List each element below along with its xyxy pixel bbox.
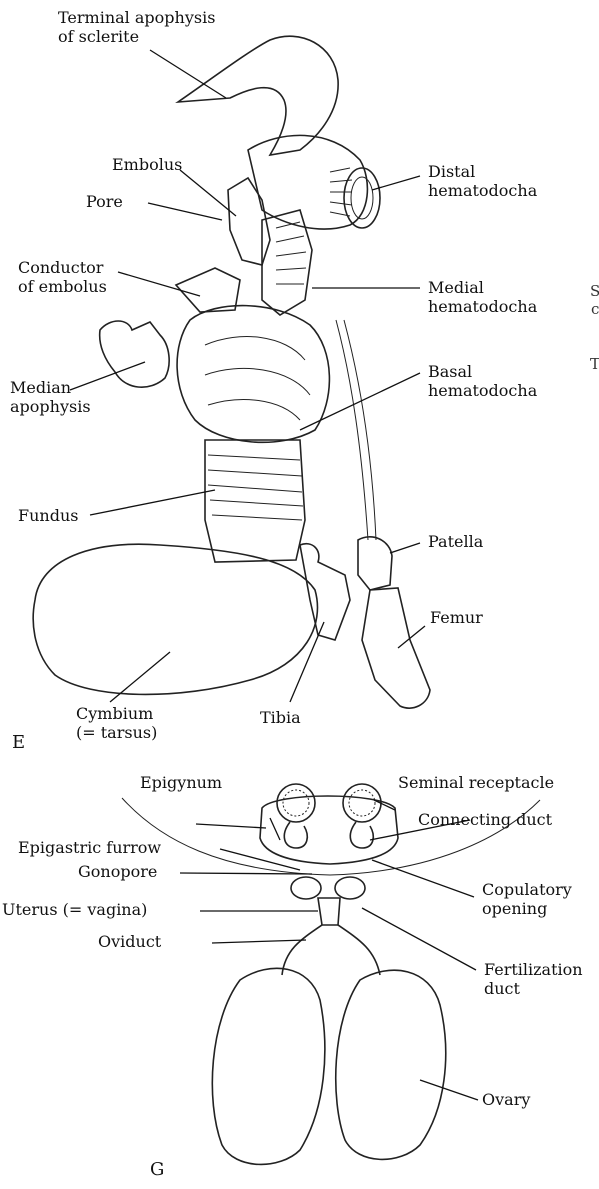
distal-hematodocha-shape — [248, 135, 367, 229]
connecting-duct-label: Connecting duct — [418, 810, 552, 829]
gonopore-label-text: Gonopore — [78, 862, 157, 881]
median-apophysis-label-line2: apophysis — [10, 397, 91, 416]
pore-label: Pore — [86, 192, 123, 211]
fertilization-duct-label-line1: Fertilization — [484, 960, 583, 979]
male-palp-drawing — [33, 36, 430, 708]
tibia-shape — [300, 544, 350, 640]
median-apophysis-shape — [100, 321, 169, 387]
conductor-label: Conductor of embolus — [18, 258, 107, 296]
female-reproductive-drawing — [122, 784, 540, 1164]
median-apophysis-label-line1: Median — [10, 378, 91, 397]
panel-letter-g-text: G — [150, 1160, 164, 1179]
panel-letter-e-text: E — [12, 733, 25, 752]
seminal-receptacle-label: Seminal receptacle — [398, 773, 554, 792]
embolus-label: Embolus — [112, 155, 182, 174]
oviduct-shape — [282, 925, 380, 975]
panel-letter-g: G — [150, 1160, 164, 1179]
femur-label-text: Femur — [430, 608, 483, 627]
embolus-label-text: Embolus — [112, 155, 182, 174]
left-ovary-shape — [212, 968, 325, 1164]
median-apophysis-label: Median apophysis — [10, 378, 91, 416]
gonopore-label: Gonopore — [78, 862, 157, 881]
panel-letter-e: E — [12, 733, 25, 752]
oviduct-label-text: Oviduct — [98, 932, 161, 951]
terminal-apophysis-label-line1: Terminal apophysis — [58, 8, 215, 27]
epigastric-furrow-label-text: Epigastric furrow — [18, 838, 161, 857]
medial-hematodocha-label-line2: hematodocha — [428, 297, 537, 316]
patella-label: Patella — [428, 532, 483, 551]
epigynum-plate-shape — [260, 796, 398, 864]
ovary-label: Ovary — [482, 1090, 530, 1109]
basal-hematodocha-label-line1: Basal — [428, 362, 537, 381]
epigynum-label: Epigynum — [140, 773, 222, 792]
copulatory-opening-label-line1: Copulatory — [482, 880, 572, 899]
figure-e-leader-lines — [70, 50, 425, 702]
femur-label: Femur — [430, 608, 483, 627]
uterus-label-text: Uterus (= vagina) — [2, 900, 147, 919]
cymbium-label: Cymbium (= tarsus) — [76, 704, 157, 742]
spine-shape — [336, 320, 376, 540]
basal-hematodocha-label: Basal hematodocha — [428, 362, 537, 400]
edge-fragment-c-text: c — [591, 300, 599, 319]
tibia-label: Tibia — [260, 708, 301, 727]
edge-fragment-s: S — [590, 282, 599, 301]
distal-hematodocha-label-line2: hematodocha — [428, 181, 537, 200]
terminal-apophysis-label-line2: of sclerite — [58, 27, 215, 46]
fertilization-duct-label: Fertilization duct — [484, 960, 583, 998]
edge-fragment-s-text: S — [590, 282, 599, 301]
fundus-label: Fundus — [18, 506, 78, 525]
conductor-label-line2: of embolus — [18, 277, 107, 296]
uterus-shape — [318, 898, 340, 925]
femur-shape — [362, 588, 430, 708]
tegulum-shape — [177, 306, 329, 443]
cymbium-label-line1: Cymbium — [76, 704, 157, 723]
fertilization-duct-label-line2: duct — [484, 979, 583, 998]
patella-label-text: Patella — [428, 532, 483, 551]
pore-label-text: Pore — [86, 192, 123, 211]
basal-hematodocha-label-line2: hematodocha — [428, 381, 537, 400]
medial-hematodocha-label-line1: Medial — [428, 278, 537, 297]
figure-g-leader-lines — [180, 800, 478, 1100]
tibia-label-text: Tibia — [260, 708, 301, 727]
ovary-label-text: Ovary — [482, 1090, 530, 1109]
distal-hematodocha-label-line1: Distal — [428, 162, 537, 181]
conductor-label-line1: Conductor — [18, 258, 107, 277]
distal-hematodocha-label: Distal hematodocha — [428, 162, 537, 200]
uterus-label: Uterus (= vagina) — [2, 900, 147, 919]
cymbium-shape — [33, 544, 317, 694]
medial-hematodocha-label: Medial hematodocha — [428, 278, 537, 316]
copulatory-opening-label-line2: opening — [482, 899, 572, 918]
edge-fragment-t-text: T — [590, 355, 599, 374]
embolus-shape — [228, 178, 270, 265]
oviduct-label: Oviduct — [98, 932, 161, 951]
cymbium-label-line2: (= tarsus) — [76, 723, 157, 742]
edge-fragment-c: c — [591, 300, 599, 319]
terminal-apophysis-label: Terminal apophysis of sclerite — [58, 8, 215, 46]
epigynum-label-text: Epigynum — [140, 773, 222, 792]
connecting-duct-label-text: Connecting duct — [418, 810, 552, 829]
edge-fragment-t: T — [590, 355, 599, 374]
fundus-label-text: Fundus — [18, 506, 78, 525]
copulatory-opening-label: Copulatory opening — [482, 880, 572, 918]
right-ovary-shape — [336, 970, 446, 1159]
epigastric-furrow-label: Epigastric furrow — [18, 838, 161, 857]
seminal-receptacle-label-text: Seminal receptacle — [398, 773, 554, 792]
patella-shape — [358, 537, 392, 590]
